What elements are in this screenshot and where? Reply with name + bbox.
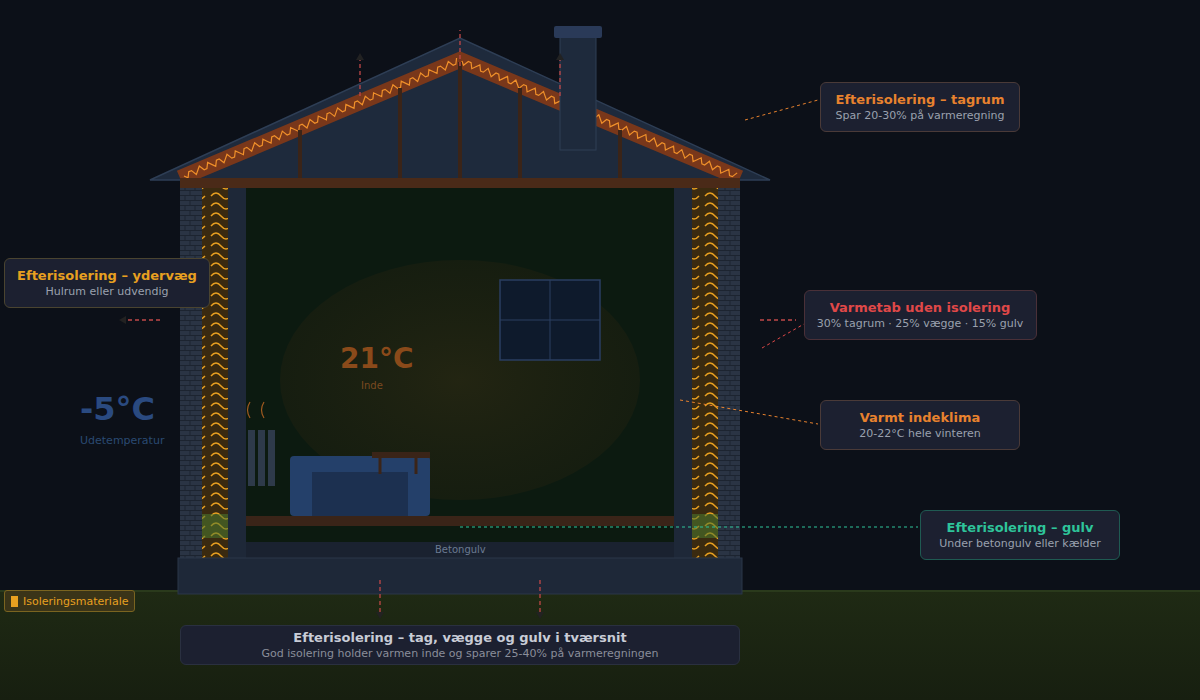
callout-box: Efterisolering – gulvUnder betongulv ell… (920, 510, 1120, 560)
callout-heading: Efterisolering – tagrum (831, 91, 1009, 108)
callout-box: Efterisolering – ydervægHulrum eller udv… (4, 258, 210, 308)
callout-box: Varmt indeklima20-22°C hele vinteren (820, 400, 1020, 450)
callout-body: 20-22°C hele vinteren (831, 426, 1009, 441)
callout-box: Varmetab uden isolering30% tagrum · 25% … (804, 290, 1037, 340)
callout-body: God isolering holder varmen inde og spar… (193, 646, 727, 661)
caption-box: Efterisolering – tag, vægge og gulv i tv… (180, 625, 740, 665)
legend: Isoleringsmateriale (4, 590, 135, 612)
outside-label: Udetemperatur (80, 434, 164, 447)
callout-body: Hulrum eller udvendig (15, 284, 199, 299)
callout-heading: Varmt indeklima (831, 409, 1009, 426)
room-label: Inde (361, 380, 383, 391)
callout-heading: Efterisolering – gulv (931, 519, 1109, 536)
callout-heading: Efterisolering – tag, vægge og gulv i tv… (193, 629, 727, 646)
callout-body: Under betongulv eller kælder (931, 536, 1109, 551)
callout-box: Efterisolering – tagrumSpar 20-30% på va… (820, 82, 1020, 132)
callout-body: 30% tagrum · 25% vægge · 15% gulv (815, 316, 1026, 331)
temperature-label: -5°C (80, 390, 155, 428)
callout-heading: Efterisolering – ydervæg (15, 267, 199, 284)
callout-body: Spar 20-30% på varmeregning (831, 108, 1009, 123)
legend-swatch (11, 596, 18, 607)
temperature-label: 21°C (340, 342, 414, 375)
legend-text: Isoleringsmateriale (23, 595, 128, 608)
callout-heading: Varmetab uden isolering (815, 299, 1026, 316)
floor-label: Betongulv (435, 544, 486, 555)
